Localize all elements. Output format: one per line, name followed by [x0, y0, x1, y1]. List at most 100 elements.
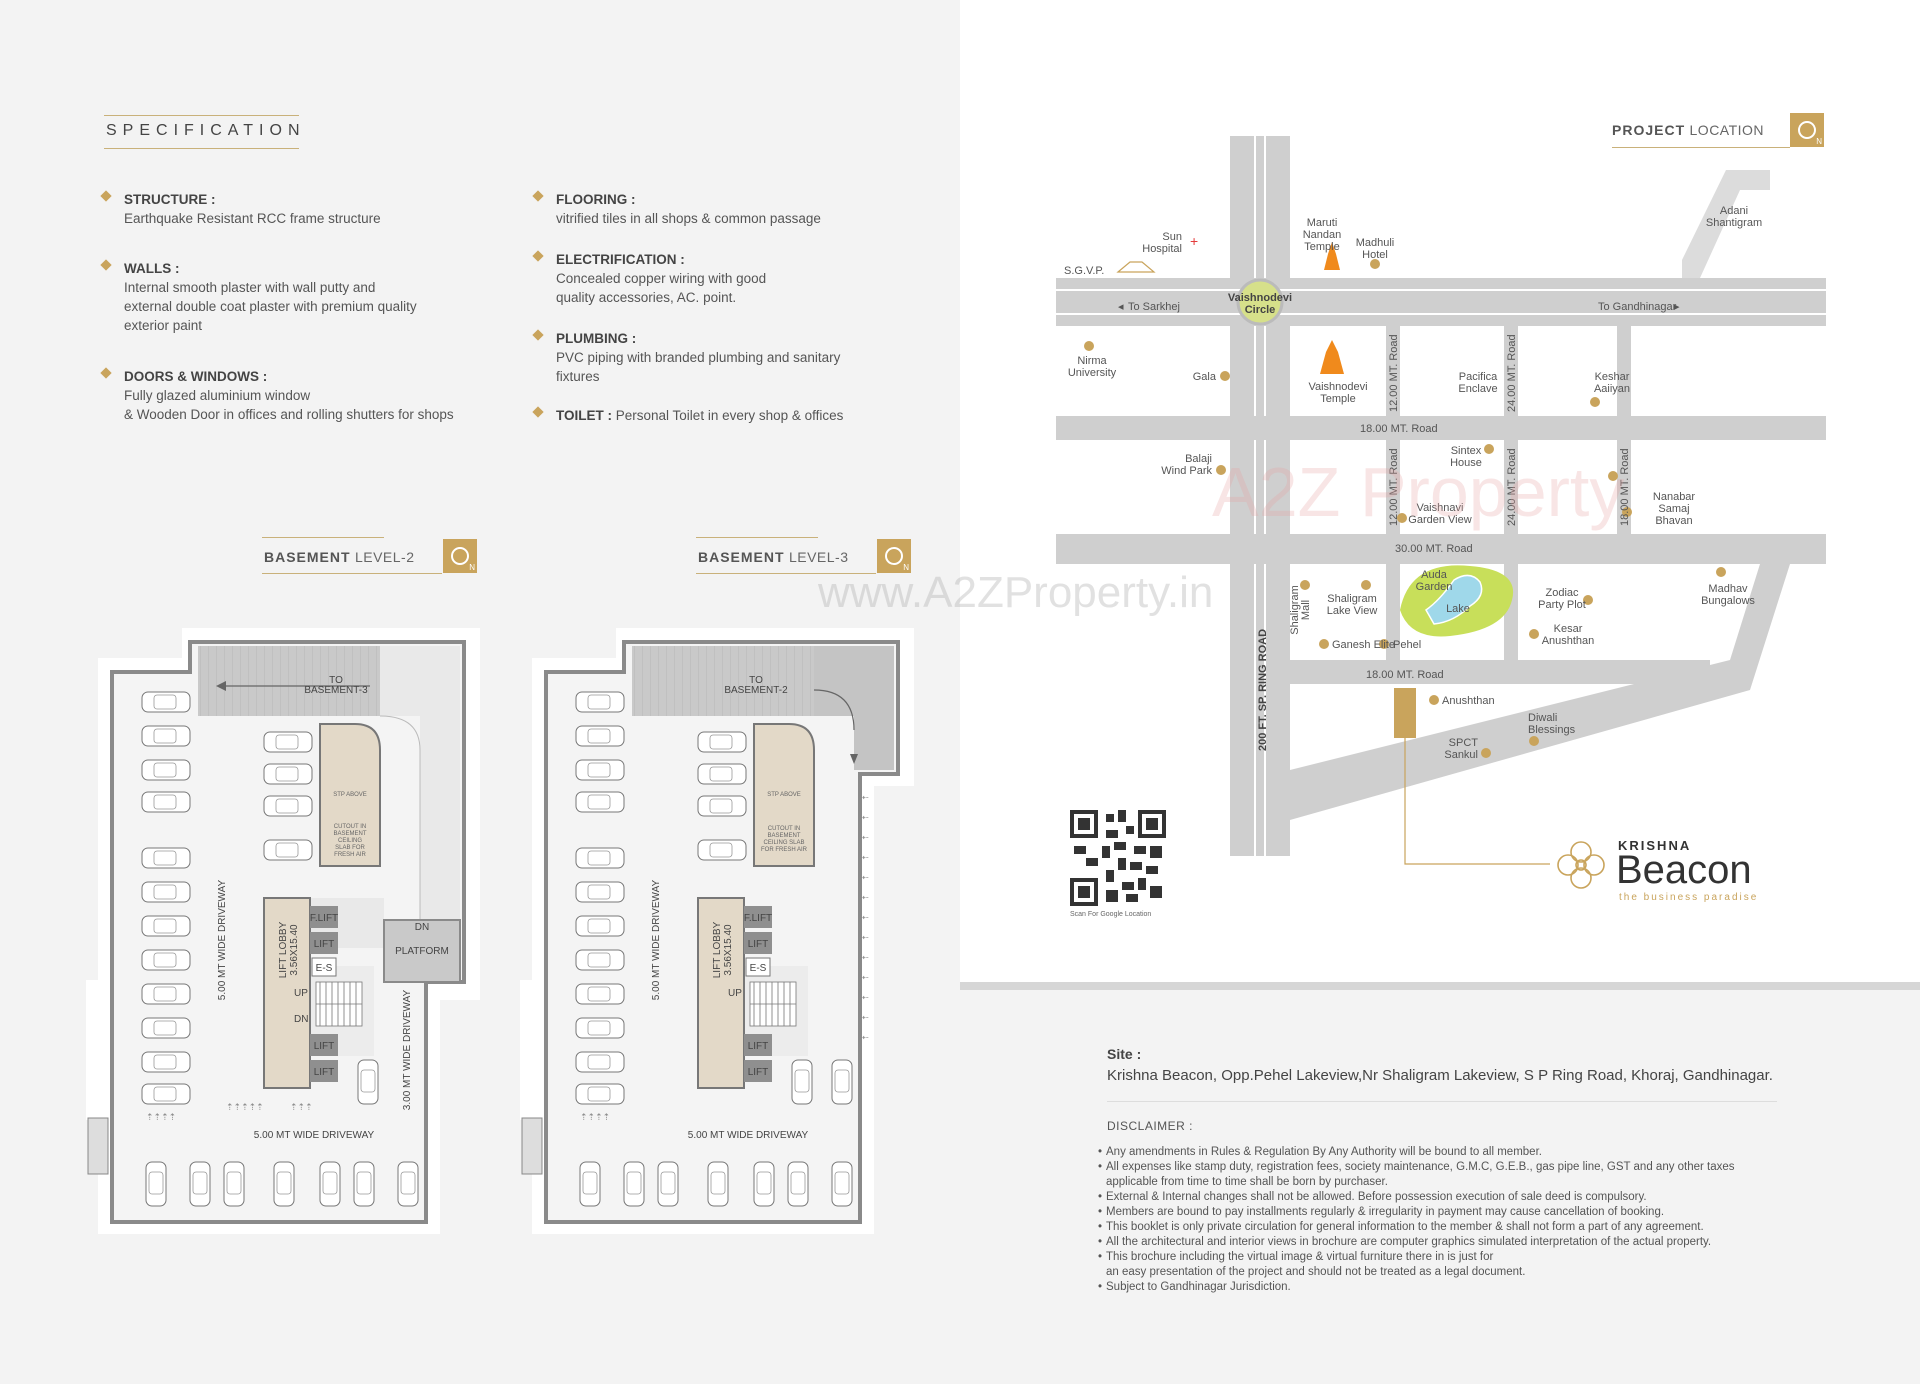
landmark-circle: Circle: [1245, 304, 1276, 316]
es-label: E-S: [316, 963, 333, 974]
cutout-label: FOR FRESH AIR: [761, 847, 808, 853]
disclaimer-label: DISCLAIMER :: [1107, 1119, 1194, 1133]
spec-title: SPECIFICATION: [106, 122, 306, 139]
spec-head: FLOORING :: [556, 192, 636, 207]
location-map: + S.G.V.P. Sun Hospital Maruti Nandan Te…: [1056, 136, 1826, 865]
landmark-gala: Gala: [1193, 371, 1217, 383]
location-heading: PROJECT LOCATION: [1612, 122, 1764, 138]
svg-text:+: +: [1190, 233, 1198, 249]
driveway-label: 3.00 MT WIDE DRIVEWAY: [402, 989, 413, 1110]
landmark-balaji: Balaji: [1185, 453, 1212, 465]
road-label: 18.00 MT. Road: [1619, 448, 1631, 526]
basement2-heading: BASEMENT LEVEL-2: [264, 549, 415, 565]
spec-head: TOILET :: [556, 408, 612, 423]
lift-label: LIFT: [748, 1041, 769, 1052]
road-label: 18.00 MT. Road: [1360, 423, 1438, 435]
spec-structure: STRUCTURE : Earthquake Resistant RCC fra…: [100, 190, 381, 228]
watermark-logo: A2Z Property: [1212, 453, 1625, 531]
basement3-heading: BASEMENT LEVEL-3: [698, 549, 849, 565]
ramp-label: TO: [749, 675, 763, 686]
spec-line: quality accessories, AC. point.: [556, 290, 737, 305]
landmark-zodiac: Party Plot: [1538, 599, 1586, 611]
spec-flooring: FLOORING : vitrified tiles in all shops …: [532, 190, 821, 228]
spec-title-rule-top: [104, 115, 299, 116]
landmark-zodiac: Zodiac: [1545, 587, 1579, 599]
landmark-vaishnodevi-temple: Vaishnodevi: [1308, 381, 1367, 393]
landmark-anushthan: Anushthan: [1442, 695, 1495, 707]
spec-line: Internal smooth plaster with wall putty …: [124, 280, 376, 295]
landmark-auda-garden: Garden: [1416, 581, 1453, 593]
spec-title-rule-bottom: [104, 148, 299, 149]
landmark-balaji: Wind Park: [1161, 465, 1212, 477]
stair-dn-label: DN: [294, 1014, 308, 1025]
road-label: 24.00 MT. Road: [1506, 334, 1518, 412]
lift-label: LIFT: [314, 1041, 335, 1052]
lift-label: LIFT: [748, 939, 769, 950]
basement2-floor-plan: TO BASEMENT-3 STP ABOVE CUTOUT IN BASEME…: [86, 628, 480, 1234]
svg-text:⇠: ⇠: [862, 873, 869, 882]
landmark-maruti-temple: Nandan: [1303, 229, 1342, 241]
svg-text:⇡⇡⇡: ⇡⇡⇡: [290, 1102, 313, 1112]
svg-text:⇠: ⇠: [862, 973, 869, 982]
qr-code-icon[interactable]: [1070, 810, 1166, 906]
landmark-diwali: Diwali: [1528, 712, 1557, 724]
cutout-label: BASEMENT: [767, 833, 800, 839]
compass-icon: N: [443, 539, 477, 573]
landmark-sgvp: S.G.V.P.: [1064, 265, 1104, 277]
spec-line: Earthquake Resistant RCC frame structure: [124, 211, 381, 226]
lift-label: LIFT: [314, 939, 335, 950]
spec-line: Personal Toilet in every shop & offices: [615, 408, 844, 423]
spec-line: Fully glazed aluminium window: [124, 388, 311, 403]
heading-bold: BASEMENT: [264, 549, 351, 565]
landmark-keshar: Aaiiyan: [1594, 383, 1630, 395]
landmark-nirma: Nirma: [1077, 355, 1107, 367]
basement2-rule-bottom: [262, 573, 442, 574]
landmark-auda-garden: Auda: [1421, 569, 1448, 581]
stp-label: STP ABOVE: [767, 792, 801, 798]
ramp-label: TO: [329, 675, 343, 686]
svg-text:⇠: ⇠: [862, 913, 869, 922]
stp-label: STP ABOVE: [333, 792, 367, 798]
basement3-floor-plan: TO BASEMENT-2 STP ABOVE CUTOUT IN BASEME…: [520, 628, 914, 1234]
list-item: All the architectural and interior views…: [1098, 1235, 1798, 1250]
heading-rest: LEVEL-2: [354, 549, 415, 565]
site-label: Site :: [1107, 1046, 1142, 1062]
spec-line: PVC piping with branded plumbing and san…: [556, 350, 841, 365]
cutout-label: BASEMENT: [333, 831, 366, 837]
svg-text:⇠: ⇠: [862, 893, 869, 902]
landmark-pacifica: Pacifica: [1459, 371, 1498, 383]
spec-head: ELECTRIFICATION :: [556, 252, 685, 267]
disclaimer-line: This booklet is only private circulation…: [1106, 1221, 1704, 1233]
landmark-shaligram-lake: Lake View: [1327, 605, 1378, 617]
es-label: E-S: [750, 963, 767, 974]
landmark-vaishnodevi-temple: Temple: [1320, 393, 1355, 405]
compass-icon: N: [1790, 113, 1824, 147]
landmark-nirma: University: [1068, 367, 1117, 379]
landmark-ganesh-elite: Ganesh Elite: [1332, 639, 1395, 651]
landmark-nanabar: Samaj: [1658, 503, 1689, 515]
lift-label: LIFT: [748, 1067, 769, 1078]
landmark-shaligram-mall: Mall: [1300, 600, 1312, 620]
brand-top: KRISHNA: [1618, 838, 1692, 853]
landmark-shaligram-lake: Shaligram: [1327, 593, 1377, 605]
landmark-diwali: Blessings: [1528, 724, 1576, 736]
brand-tagline: the business paradise: [1619, 892, 1759, 903]
location-rule: [1612, 147, 1790, 148]
lift-label: LIFT: [314, 1067, 335, 1078]
landmark-sun-hospital: Sun: [1162, 231, 1182, 243]
lobby-label: 3.56X15.40: [723, 924, 734, 976]
road-label: 24.00 MT. Road: [1506, 448, 1518, 526]
ramp-label: BASEMENT-3: [304, 685, 368, 696]
ring-road-label: 200 FT. SP. RING ROAD: [1257, 629, 1269, 751]
ramp-label: BASEMENT-2: [724, 685, 788, 696]
driveway-label: 5.00 MT WIDE DRIVEWAY: [651, 879, 662, 1000]
spec-line: Concealed copper wiring with good: [556, 271, 767, 286]
landmark-circle: Vaishnodevi: [1228, 292, 1292, 304]
basement3-rule-bottom: [696, 573, 876, 574]
landmark-madhuli-hotel: Hotel: [1362, 249, 1388, 261]
heading-bold: BASEMENT: [698, 549, 785, 565]
svg-text:⇠: ⇠: [862, 933, 869, 942]
svg-text:⇠: ⇠: [862, 793, 869, 802]
road-label: 18.00 MT. Road: [1366, 669, 1444, 681]
landmark-spct: SPCT: [1449, 737, 1479, 749]
